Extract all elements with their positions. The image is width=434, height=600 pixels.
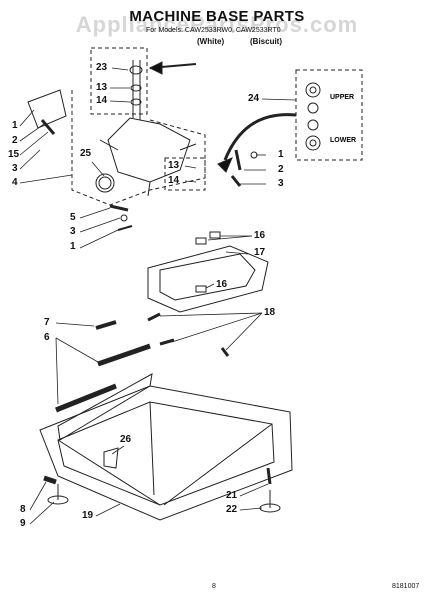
callout-2: 2: [12, 135, 18, 146]
washer-icon: [120, 214, 128, 222]
callout-1: 1: [70, 241, 76, 252]
callout-22: 22: [226, 504, 238, 515]
inset-box-mid: [164, 157, 206, 191]
page-number: 8: [212, 583, 216, 590]
pad-icon: [195, 285, 207, 293]
seal-ring-icon: [95, 173, 115, 193]
callout-19: 19: [82, 510, 94, 521]
nut-icon: [109, 204, 129, 212]
arrowhead-icon: [217, 157, 233, 173]
lower-bearing-icon: [305, 135, 321, 151]
arrowhead-icon: [148, 61, 163, 75]
leader-lines: [19, 67, 297, 525]
document-number: 8181007: [392, 583, 420, 590]
callout-8: 8: [20, 504, 26, 515]
callout-25: 25: [80, 148, 92, 159]
rail-icon: [55, 383, 117, 413]
bearing-seal-icon: [307, 119, 319, 131]
callout-26: 26: [120, 434, 132, 445]
clip-icon: [147, 312, 161, 322]
callout-18: 18: [264, 307, 276, 318]
callout-23: 23: [96, 62, 108, 73]
pointer-arrow-curve: [223, 113, 297, 161]
color-white-label: (White): [197, 37, 225, 46]
callout-6: 6: [44, 332, 50, 343]
callout-13: 13: [96, 82, 108, 93]
callout-2: 2: [278, 164, 284, 175]
cross-frame-icon: [147, 245, 269, 313]
pad-icon: [209, 231, 221, 239]
callout-24: 24: [248, 93, 260, 104]
color-biscuit-label: (Biscuit): [250, 37, 282, 46]
inset-box-top: [90, 47, 148, 115]
callout-16: 16: [254, 230, 266, 241]
rail-icon: [97, 343, 151, 367]
bracket-icon: [103, 447, 119, 469]
transmission-outline: [71, 90, 206, 206]
clip-icon: [159, 338, 175, 346]
inset-box-bearings: [295, 69, 363, 161]
callout-14: 14: [96, 95, 108, 106]
clip-icon: [220, 347, 230, 357]
callout-3: 3: [278, 178, 284, 189]
gearcase-icon: [107, 117, 191, 183]
callout-9: 9: [20, 518, 26, 529]
callout-1: 1: [278, 149, 284, 160]
callout-17: 17: [254, 247, 266, 258]
callout-7: 7: [44, 317, 50, 328]
drive-shaft-icon: [132, 60, 141, 120]
callout-16: 16: [216, 279, 228, 290]
callout-3: 3: [70, 226, 76, 237]
callout-4: 4: [12, 177, 18, 188]
clip-icon: [234, 149, 242, 171]
bearing-seal-icon: [307, 102, 319, 114]
foot-pad-icon: [266, 467, 272, 485]
callout-1: 1: [12, 120, 18, 131]
upper-label: UPPER: [330, 94, 354, 101]
callout-5: 5: [70, 212, 76, 223]
pad-icon: [195, 237, 207, 245]
callout-14: 14: [168, 175, 180, 186]
upper-bearing-icon: [305, 82, 321, 98]
foot-pad-icon: [43, 475, 57, 485]
callout-13: 13: [168, 160, 180, 171]
callout-15: 15: [8, 149, 20, 160]
page-title: MACHINE BASE PARTS: [129, 8, 305, 25]
motor-clip-icon: [27, 89, 67, 129]
lower-label: LOWER: [330, 137, 356, 144]
pin-icon: [95, 320, 117, 330]
screw-icon: [117, 225, 133, 231]
shaft-cap-icon: [129, 65, 143, 75]
callout-3: 3: [12, 163, 18, 174]
callout-21: 21: [226, 490, 238, 501]
model-subtitle: For Models: CAW2533RW0, CAW2533RT0: [146, 27, 281, 34]
